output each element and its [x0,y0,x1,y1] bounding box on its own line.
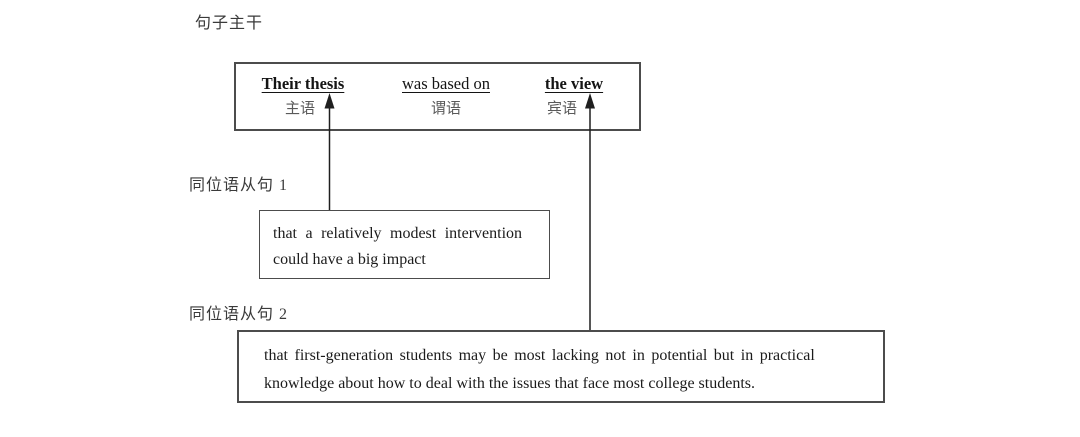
subject-text: Their thesis [261,74,345,93]
clause-text-line: that a relatively modest intervention [273,225,523,242]
clause1-box: that a relatively modest intervention co… [259,210,550,279]
object-text: the view [544,74,604,93]
clause-text-line: could have a big impact [273,251,426,268]
clause2-box: that first-generation students may be mo… [237,330,885,403]
predicate-role-label: 谓语 [430,101,461,117]
main-sentence-box: Their thesis 主语 was based on 谓语 the view… [234,62,641,131]
clause1-label: 同位语从句 1 [189,177,289,194]
clause-text-line: knowledge about how to deal with the iss… [264,375,755,392]
object-role-label: 宾语 [546,101,577,117]
clause2-label: 同位语从句 2 [189,306,289,323]
sentence-part-subject: Their thesis 主语 [248,74,358,118]
subject-role-label: 主语 [284,101,315,117]
clause-text-line: that first-generation students may be mo… [264,347,815,364]
trunk-label: 句子主干 [195,15,264,32]
predicate-text: was based on [402,74,490,93]
sentence-part-object: the view 宾语 [532,74,616,118]
sentence-part-predicate: was based on 谓语 [394,74,498,118]
